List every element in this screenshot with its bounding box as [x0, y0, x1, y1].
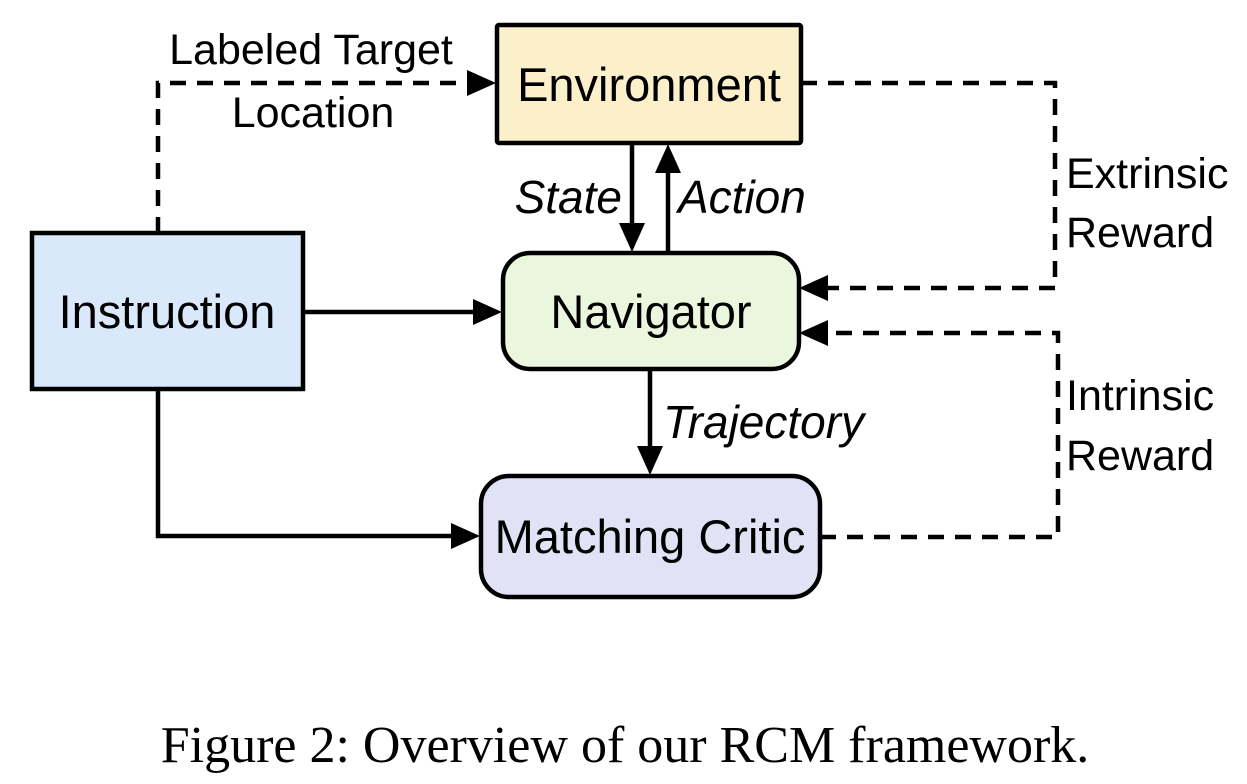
intrinsic-reward-label-line2: Reward — [1066, 432, 1214, 480]
labeled-target-location-label-line1: Labeled Target — [169, 26, 453, 74]
matching-critic-node: Matching Critic — [478, 473, 823, 600]
environment-label: Environment — [517, 58, 781, 111]
intrinsic-reward-arrowhead — [799, 320, 828, 346]
action-edge — [655, 144, 681, 253]
instruction-to-navigator-arrowhead — [473, 299, 502, 325]
intrinsic-reward-line — [820, 330, 1061, 540]
extrinsic-reward-label: Extrinsic Reward — [1066, 150, 1228, 257]
instruction-box — [29, 230, 306, 392]
labeled-target-location-label-line2: Location — [232, 89, 395, 137]
figure-caption: Figure 2: Overview of our RCM framework. — [161, 717, 1090, 774]
extrinsic-reward-label-line2: Reward — [1066, 209, 1214, 257]
instruction-to-navigator-edge — [303, 299, 502, 325]
trajectory-arrowhead — [637, 446, 663, 475]
trajectory-edge — [637, 369, 663, 475]
instruction-to-matching-critic-edge — [155, 389, 480, 549]
instruction-to-matching-critic-arrowhead — [451, 523, 480, 549]
intrinsic-reward-label-line1: Intrinsic — [1066, 372, 1214, 420]
state-label: State — [515, 171, 622, 223]
action-arrowhead — [655, 144, 681, 173]
extrinsic-reward-label-line1: Extrinsic — [1066, 150, 1228, 198]
state-arrowhead — [619, 223, 645, 252]
navigator-node: Navigator — [500, 250, 802, 372]
environment-box — [494, 22, 804, 146]
matching-critic-label: Matching Critic — [495, 510, 806, 563]
trajectory-label: Trajectory — [663, 396, 867, 448]
intrinsic-reward-label: Intrinsic Reward — [1066, 372, 1214, 480]
matching-critic-box — [478, 473, 823, 600]
extrinsic-reward-line — [801, 80, 1058, 291]
labeled-target-location-arrowhead — [467, 70, 496, 96]
navigator-label: Navigator — [550, 285, 751, 338]
environment-node: Environment — [494, 22, 804, 146]
intrinsic-reward-edge — [799, 320, 1061, 540]
extrinsic-reward-edge — [799, 80, 1058, 301]
instruction-node: Instruction — [29, 230, 306, 392]
instruction-to-matching-critic-line — [155, 389, 452, 539]
instruction-label: Instruction — [59, 285, 276, 338]
state-edge — [619, 143, 645, 252]
navigator-box — [500, 250, 802, 372]
extrinsic-reward-arrowhead — [799, 275, 828, 301]
labeled-target-location-line — [155, 80, 466, 233]
labeled-target-location-edge — [155, 70, 496, 233]
labeled-target-location-label: Labeled Target Location — [169, 26, 453, 137]
action-label: Action — [675, 171, 806, 223]
